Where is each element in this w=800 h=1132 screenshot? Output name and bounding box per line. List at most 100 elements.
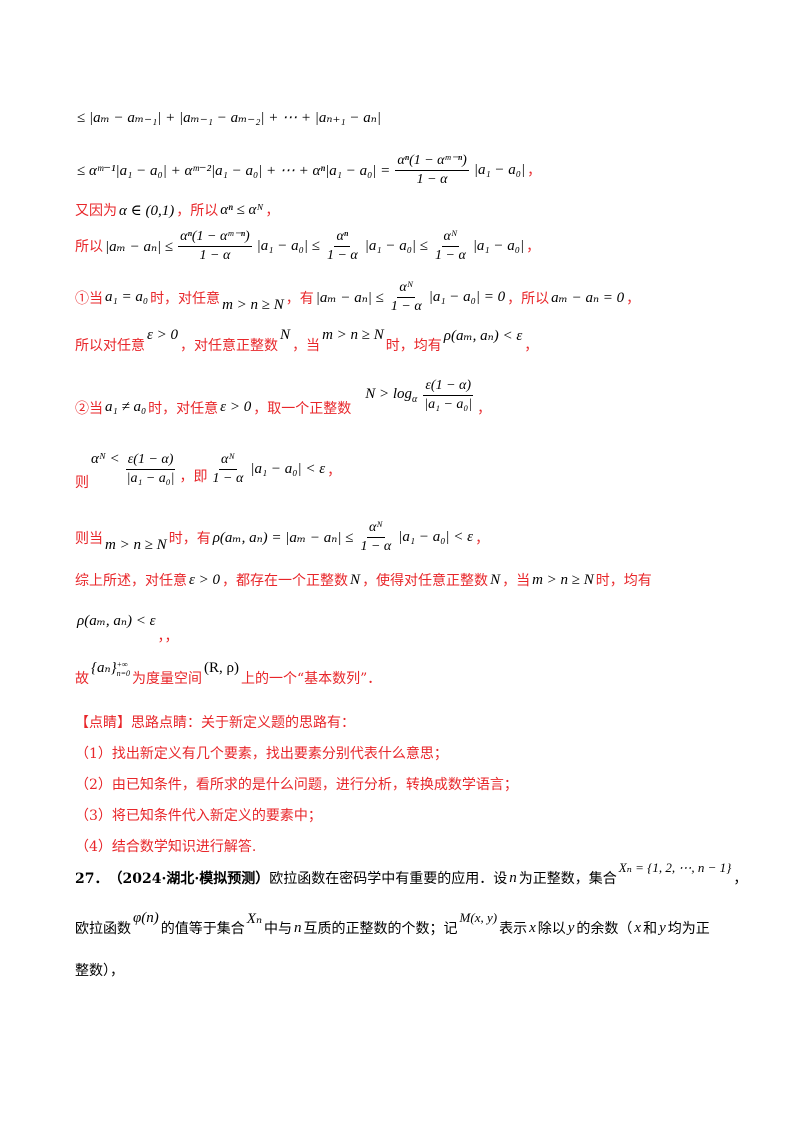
lower-limit: n=0 <box>116 668 130 678</box>
formula: ε > 0 <box>189 571 221 588</box>
proof-line-2: ≤ αᵐ⁻¹|a₁ − a₀| + αᵐ⁻²|a₁ − a₀| + ⋯ + αⁿ… <box>75 152 541 188</box>
sequence: {aₙ} <box>91 660 117 677</box>
question-27-line-1: 27． （2024·湖北·模拟预测） 欧拉函数在密码学中有重要的应用．设 n 为… <box>75 860 747 888</box>
text: 的值等于集合 <box>160 921 245 937</box>
formula: α ∈ (0,1) <box>119 202 175 219</box>
formula: x <box>634 919 642 936</box>
text: 综上所述，对任意 <box>75 573 187 589</box>
question-source: （2024·湖北·模拟预测） <box>108 871 270 887</box>
text: 互质的正整数的个数；记 <box>303 921 458 937</box>
text: 为度量空间 <box>131 671 202 687</box>
text: ②当 <box>75 400 103 417</box>
formula: |a₁ − a₀| ≤ <box>364 237 429 254</box>
proof-line-11: ρ(aₘ, aₙ) < ε ，， <box>75 610 179 646</box>
formula: Xₙ = {1, 2, ⋯, n − 1} <box>618 860 732 875</box>
text: 的余数（ <box>576 921 633 937</box>
fraction: ε(1 − α)|a₁ − a₀| <box>125 452 177 487</box>
proof-line-4: 所以 |aₘ − aₙ| ≤ αⁿ(1 − αᵐ⁻ⁿ)1 − α |a₁ − a… <box>75 228 540 264</box>
formula: |a₁ − a₀| = 0 <box>428 289 506 305</box>
text: 除以 <box>537 921 566 937</box>
formula: a₁ ≠ a₀ <box>105 399 147 415</box>
denominator: 1 − α <box>390 299 422 314</box>
text: 所以对任意 <box>75 338 145 354</box>
question-27-line-3: 整数）， <box>75 963 124 979</box>
text: ，即 <box>179 468 208 485</box>
numerator: αⁿ(1 − αᵐ⁻ⁿ) <box>395 152 469 171</box>
text: 时，均有 <box>385 338 442 354</box>
text: 欧拉函数在密码学中有重要的应用．设 <box>269 871 508 887</box>
numerator: αⁿ(1 − αᵐ⁻ⁿ) <box>178 228 252 247</box>
denominator: 1 − α <box>360 539 392 554</box>
denominator: 1 − α <box>199 248 231 263</box>
formula: ε > 0 <box>147 326 179 343</box>
text: ，取一个正整数 <box>253 400 352 417</box>
formula: n <box>294 919 302 936</box>
proof-line-12: 故 {aₙ}+∞n=0 为度量空间 (R, ρ) 上的一个“基本数列”． <box>75 660 381 688</box>
text: ， <box>524 338 539 354</box>
formula: a₁ = a₀ <box>105 289 149 305</box>
upper-limit: +∞ <box>116 659 128 669</box>
formula: N <box>280 326 291 343</box>
formula: x <box>529 919 536 936</box>
numerator: αᴺ <box>366 520 385 538</box>
formula: |a₁ − a₀| <box>472 237 525 254</box>
formula: M(x, y) <box>459 910 498 925</box>
tip-item: （4）结合数学知识进行解答. <box>75 839 257 855</box>
question-number: 27． <box>75 871 109 887</box>
text: ， <box>527 163 542 179</box>
text: ，， <box>157 629 179 645</box>
formula: m > n ≥ N <box>105 537 167 553</box>
formula: αᴺ < <box>91 451 120 467</box>
formula: y <box>567 919 575 936</box>
formula: ρ(aₘ, aₙ) < ε <box>443 327 523 344</box>
formula: N <box>350 571 361 588</box>
formula: |a₁ − a₀| <box>473 161 526 178</box>
formula: |a₁ − a₀| < ε <box>250 461 326 477</box>
formula: N <box>490 571 501 588</box>
formula: ρ(aₘ, aₙ) = |aₘ − aₙ| ≤ <box>212 530 354 546</box>
text: ，使得对任意正整数 <box>362 573 489 589</box>
formula: |a₁ − a₀| ≤ <box>256 237 320 254</box>
formula: m > n ≥ N <box>222 297 284 313</box>
proof-line-10: 综上所述，对任意 ε > 0 ，都存在一个正整数 N ，使得对任意正整数 N ，… <box>75 570 652 590</box>
proof-line-9: 则当 m > n ≥ N 时，有 ρ(aₘ, aₙ) = |aₘ − aₙ| ≤… <box>75 520 489 555</box>
formula: (R, ρ) <box>203 659 239 676</box>
text: ，所以 <box>507 290 550 307</box>
tip-heading: 【点睛】思路点睛：关于新定义题的思路有： <box>75 715 355 731</box>
text: ， <box>626 290 641 307</box>
text: 欧拉函数 <box>75 921 131 937</box>
tip-item: （2）由已知条件，看所求的是什么问题，进行分析，转换成数学语言； <box>75 777 518 793</box>
tip-item: （1）找出新定义有几个要素，找出要素分别代表什么意思； <box>75 746 448 762</box>
formula: αⁿ ≤ αᴺ <box>220 201 264 218</box>
log-base: α <box>412 394 418 405</box>
formula: ≤ αᵐ⁻¹|a₁ − a₀| + αᵐ⁻²|a₁ − a₀| + ⋯ + αⁿ… <box>77 162 391 179</box>
text: ①当 <box>75 290 103 307</box>
text: 时，对任意 <box>150 290 221 307</box>
denominator: |a₁ − a₀| <box>424 397 473 412</box>
formula: φ(n) <box>133 909 159 926</box>
text: 时，有 <box>168 530 211 547</box>
text: ，对任意正整数 <box>180 338 279 354</box>
numerator: αᴺ <box>441 229 460 247</box>
formula: ε > 0 <box>220 399 252 415</box>
text: 则 <box>75 474 89 491</box>
fraction: αⁿ(1 − αᵐ⁻ⁿ)1 − α <box>178 228 252 264</box>
proof-line-6: 所以对任意 ε > 0 ，对任意正整数 N ，当 m > n ≥ N 时，均有 … <box>75 327 539 355</box>
text: ，当 <box>292 338 321 354</box>
text: 表示 <box>499 921 528 937</box>
text: ，都存在一个正整数 <box>222 573 349 589</box>
formula: y <box>659 919 666 936</box>
text: 均为正 <box>667 921 710 937</box>
fraction: αⁿ(1 − αᵐ⁻ⁿ)1 − α <box>395 152 469 188</box>
numerator: ε(1 − α) <box>423 378 474 396</box>
formula: ρ(aₘ, aₙ) < ε <box>77 612 156 629</box>
formula: {aₙ}+∞n=0 <box>91 658 130 678</box>
denominator: 1 − α <box>435 247 466 263</box>
formula: m > n ≥ N <box>322 326 384 343</box>
text: ，当 <box>502 573 531 589</box>
